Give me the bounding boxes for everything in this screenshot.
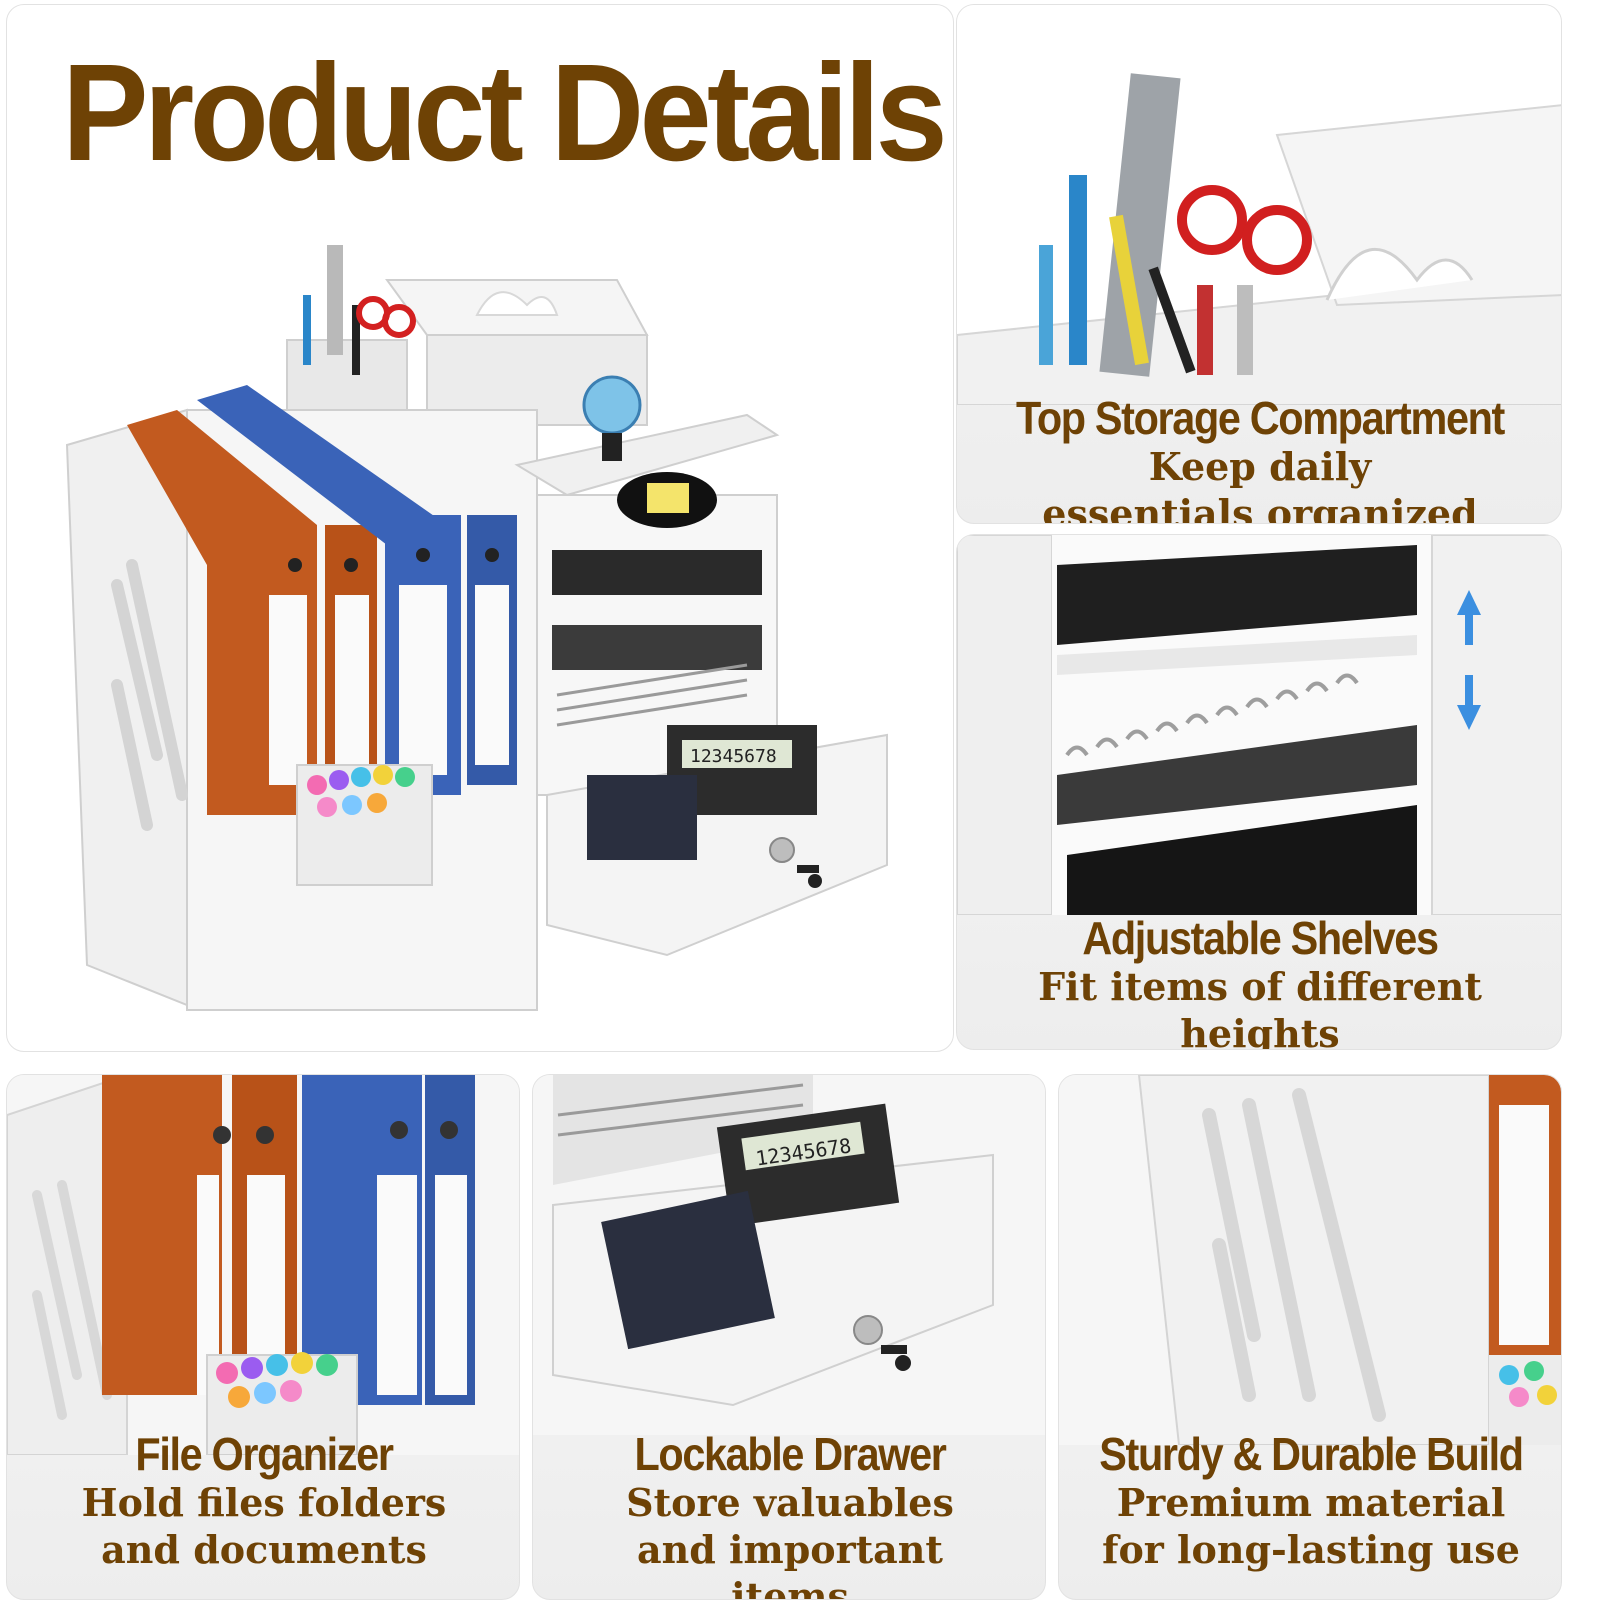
feature-heading: Lockable Drawer bbox=[634, 1428, 946, 1480]
adjustable-shelves-photo bbox=[957, 535, 1561, 915]
feature-heading: Adjustable Shelves bbox=[1082, 912, 1439, 964]
feature-text: Keep daily essentials organized bbox=[1042, 444, 1478, 524]
feature-caption-sturdy-build: Sturdy & Durable Build Premium material … bbox=[1059, 1428, 1561, 1573]
feature-heading: Sturdy & Durable Build bbox=[1099, 1428, 1524, 1480]
feature-text: Store valuables and important items bbox=[626, 1480, 954, 1600]
feature-panel-top-storage: Top Storage Compartment Keep daily essen… bbox=[956, 4, 1562, 524]
feature-panel-sturdy-build: Sturdy & Durable Build Premium material … bbox=[1058, 1074, 1562, 1600]
feature-text: Fit items of different heights bbox=[1038, 964, 1482, 1050]
calculator-display: 12345678 bbox=[690, 746, 777, 767]
feature-caption-file-organizer: File Organizer Hold files folders and do… bbox=[7, 1428, 519, 1573]
top-storage-photo bbox=[957, 5, 1561, 405]
binders bbox=[127, 385, 517, 815]
feature-caption-lockable-drawer: Lockable Drawer Store valuables and impo… bbox=[533, 1428, 1045, 1600]
feature-text: Premium material for long-lasting use bbox=[1102, 1480, 1520, 1572]
key-icon bbox=[881, 1345, 911, 1371]
page-title: Product Details bbox=[62, 36, 948, 190]
feature-caption-adjustable-shelves: Adjustable Shelves Fit items of differen… bbox=[957, 912, 1561, 1050]
organizer-illustration: 12345678 bbox=[65, 245, 888, 1011]
up-down-arrow-icon bbox=[1457, 590, 1481, 730]
feature-panel-file-organizer: File Organizer Hold files folders and do… bbox=[6, 1074, 520, 1600]
feature-panel-adjustable-shelves: Adjustable Shelves Fit items of differen… bbox=[956, 534, 1562, 1050]
feature-caption-top-storage: Top Storage Compartment Keep daily essen… bbox=[957, 392, 1561, 524]
feature-text: Hold files folders and documents bbox=[81, 1480, 447, 1572]
feature-panel-lockable-drawer: 12345678 Lockable Drawer Store valuables… bbox=[532, 1074, 1046, 1600]
file-organizer-photo bbox=[7, 1075, 519, 1455]
lock-icon bbox=[853, 1315, 883, 1345]
key-icon bbox=[797, 865, 822, 888]
lock-icon bbox=[769, 837, 795, 863]
feature-heading: Top Storage Compartment bbox=[1015, 392, 1505, 444]
lockable-drawer-photo: 12345678 bbox=[533, 1075, 1045, 1435]
sturdy-build-photo bbox=[1059, 1075, 1561, 1445]
feature-heading: File Organizer bbox=[135, 1428, 394, 1480]
main-product-panel: 12345678 Product Details bbox=[6, 4, 954, 1052]
